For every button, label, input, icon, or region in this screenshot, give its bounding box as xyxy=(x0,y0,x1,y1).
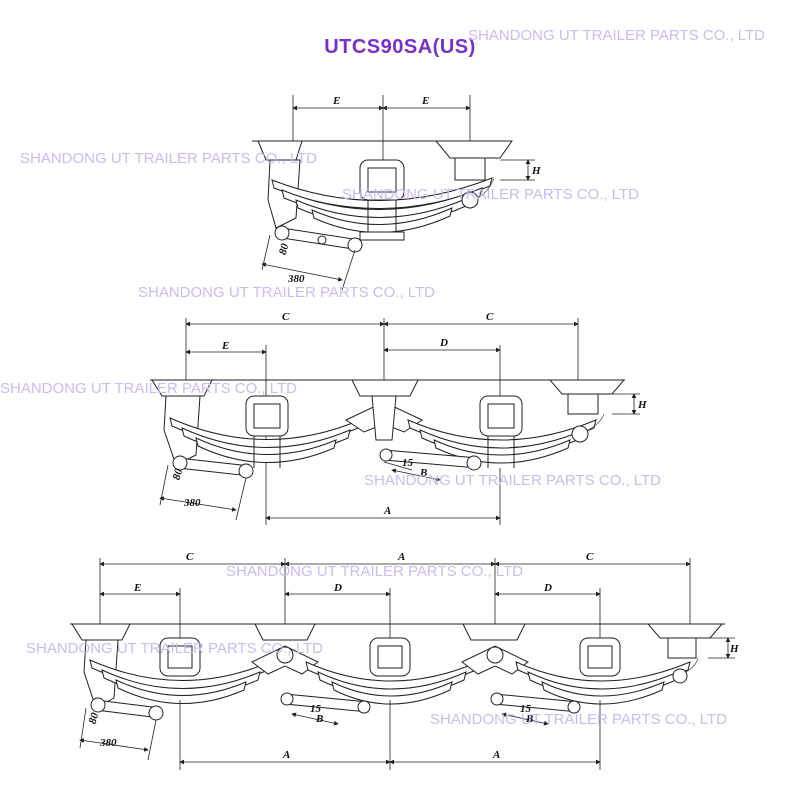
dim-label-e: E xyxy=(133,582,141,594)
dim-label-c: C xyxy=(282,311,290,323)
dim-label-c: C xyxy=(586,551,594,563)
dim-label-a: A xyxy=(282,749,290,761)
tridem-axle-diagram: C A C E D D H xyxy=(70,551,739,770)
dim-label-15: 15 xyxy=(520,703,532,715)
dim-label-80: 80 xyxy=(277,242,292,256)
dim-label-h: H xyxy=(729,643,739,655)
dim-label-b: B xyxy=(525,713,533,725)
dim-label-a: A xyxy=(397,551,405,563)
dim-label-80: 80 xyxy=(87,711,102,725)
dim-label-380: 380 xyxy=(183,497,201,509)
dim-label-b: B xyxy=(419,467,427,479)
dim-label-a: A xyxy=(383,505,391,517)
dim-label-80: 80 xyxy=(171,467,186,481)
dim-label-h: H xyxy=(531,165,541,177)
dim-label-h: H xyxy=(637,399,647,411)
dim-label-b: B xyxy=(315,713,323,725)
dim-label-e: E xyxy=(221,340,229,352)
dim-label-d: D xyxy=(439,337,448,349)
dim-label-15: 15 xyxy=(402,457,414,469)
single-axle-diagram: E E H 80 380 xyxy=(252,95,541,291)
dim-label-d: D xyxy=(333,582,342,594)
dim-label-e: E xyxy=(421,95,429,107)
dim-label-380: 380 xyxy=(99,737,117,749)
diagram-title: UTCS90SA(US) xyxy=(324,36,476,58)
dim-label-e: E xyxy=(332,95,340,107)
tandem-axle-diagram: C C E D H xyxy=(150,311,647,525)
dim-label-15: 15 xyxy=(310,703,322,715)
dim-label-a: A xyxy=(492,749,500,761)
dim-label-c: C xyxy=(186,551,194,563)
dim-label-d: D xyxy=(543,582,552,594)
dim-label-c: C xyxy=(486,311,494,323)
dim-label-380: 380 xyxy=(287,273,305,285)
